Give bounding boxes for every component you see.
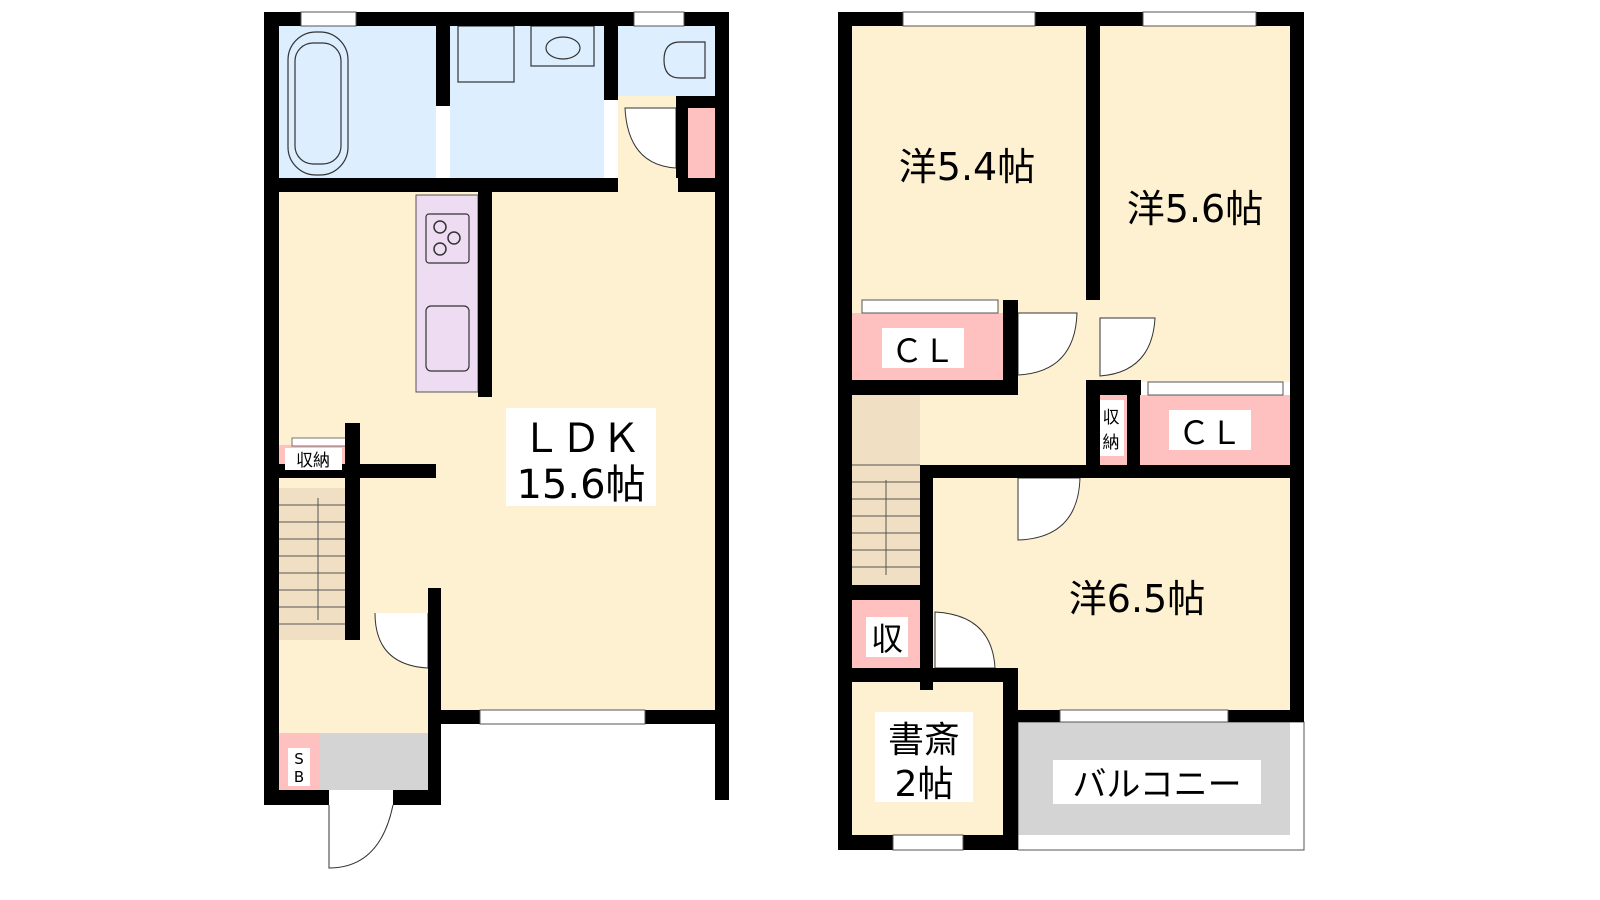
study-label: 書斎 [888, 720, 960, 761]
storage-label: 収納 [296, 451, 330, 471]
toilet [618, 26, 715, 96]
study-size: 2帖 [895, 764, 954, 805]
washroom [450, 26, 604, 178]
storage-c-label: 収 [871, 620, 903, 658]
basin-icon [545, 36, 581, 60]
walls-floor-1 [264, 12, 729, 805]
ldk-label: ＬＤＫ [521, 416, 641, 462]
small-storage-pink [688, 108, 715, 178]
closet-a-label: ＣＬ [891, 332, 955, 370]
storage-small-label-1: 収 [1103, 408, 1120, 428]
windows-floor-2 [861, 11, 1284, 851]
stove-icon [425, 213, 470, 264]
room-5-6-label: 洋5.6帖 [1127, 187, 1263, 231]
ldk-size: 15.6帖 [516, 462, 645, 508]
bathtub-icon [287, 31, 349, 176]
windows-floor-1 [300, 11, 685, 725]
floor-2: 洋5.4帖 洋5.6帖 洋6.5帖 ＣＬ ＣＬ 収 納 収 書斎 2帖 バルコニ… [838, 11, 1305, 851]
storage-small-label-2: 納 [1103, 433, 1120, 453]
door-swing [934, 611, 996, 669]
door-swing [1099, 317, 1156, 377]
closet-b-label: ＣＬ [1178, 414, 1242, 452]
room-5-4 [852, 26, 1086, 313]
door-swing [1017, 477, 1081, 541]
bathroom [279, 26, 436, 178]
bathtub-inner-icon [294, 42, 342, 165]
ldk-label-bg [506, 408, 656, 506]
shoe-box-label-s: S [294, 750, 304, 768]
shoe-box-label-b: B [294, 768, 304, 786]
door-swing [374, 612, 429, 669]
room-6-5-label: 洋6.5帖 [1069, 577, 1205, 621]
floor-1: ＬＤＫ 15.6帖 収納 S B [264, 11, 729, 869]
door-swing [1017, 312, 1078, 376]
stairs [279, 488, 352, 640]
room-5-4-label: 洋5.4帖 [899, 145, 1035, 189]
toilet-door [624, 107, 677, 169]
entrance-door [328, 804, 394, 869]
toilet-icon [663, 41, 706, 79]
genkan [319, 733, 428, 790]
kitchen-sink-icon [425, 305, 470, 372]
balcony-label: バルコニー [1072, 765, 1241, 805]
